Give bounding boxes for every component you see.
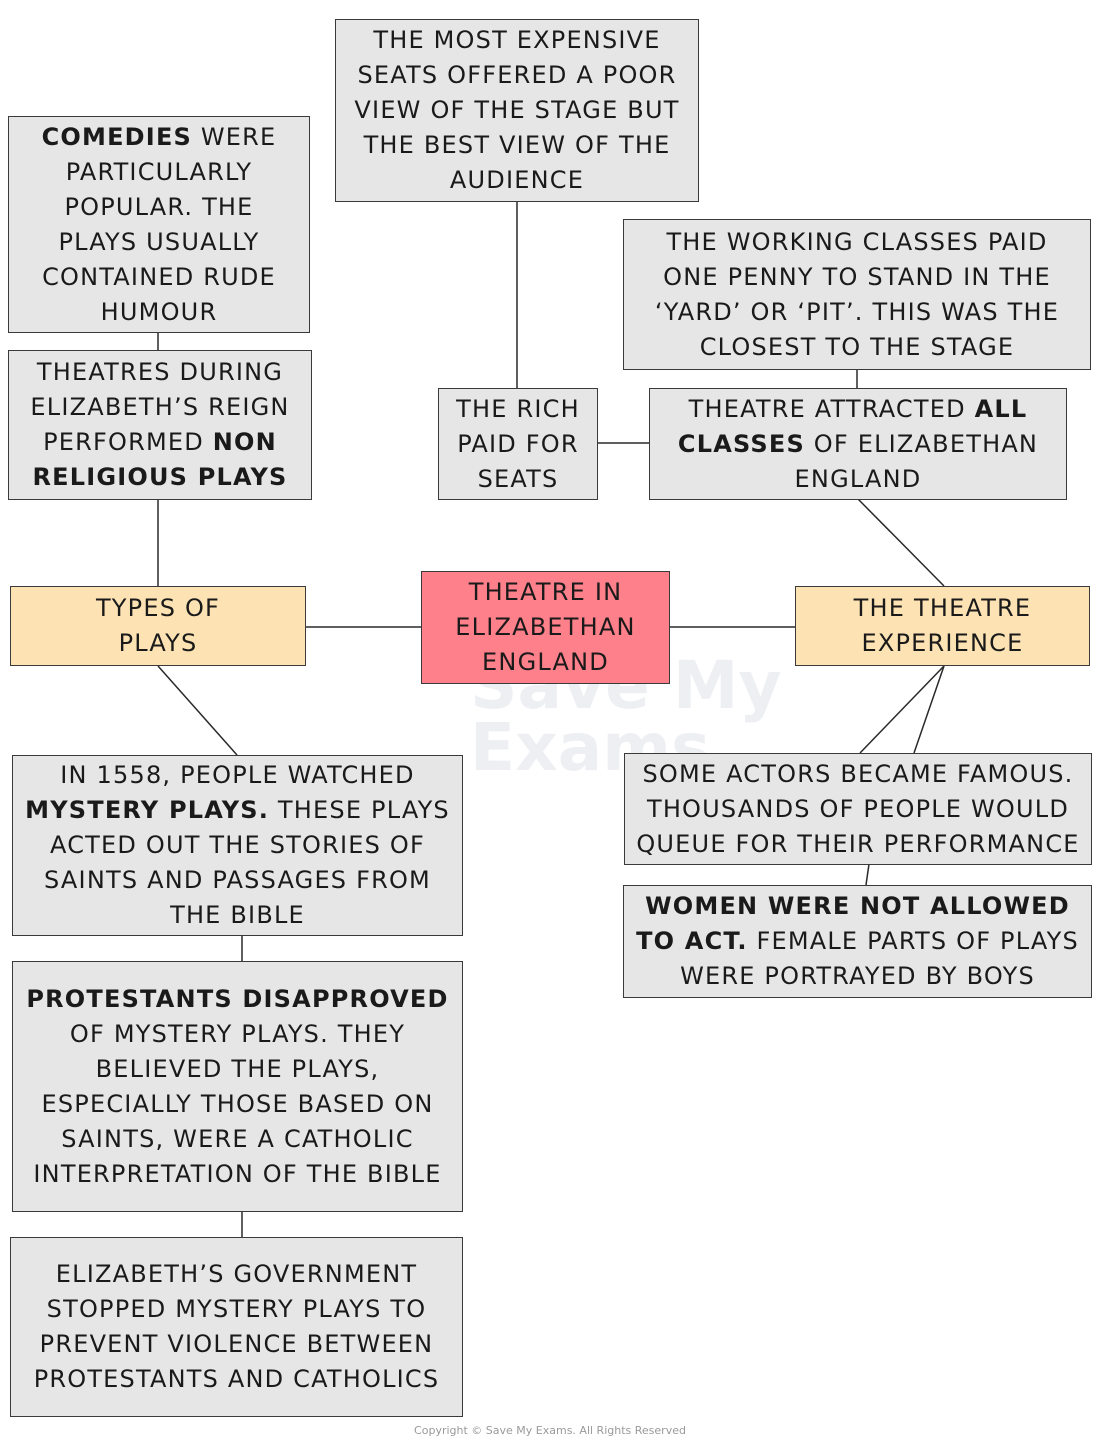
node-rich-paid: THE RICH PAID FOR SEATS	[438, 388, 598, 500]
node-all-classes: THEATRE ATTRACTED ALL CLASSES OF ELIZABE…	[649, 388, 1067, 500]
node-working-classes: THE WORKING CLASSES PAID ONE PENNY TO ST…	[623, 219, 1091, 370]
central-topic-node: THEATRE IN ELIZABETHAN ENGLAND	[421, 571, 670, 684]
node-text-segment: THE WORKING CLASSES PAID ONE PENNY TO ST…	[654, 227, 1060, 361]
node-text: PROTESTANTS DISAPPROVED OF MYSTERY PLAYS…	[25, 982, 450, 1192]
node-text-segment: THE MOST EXPENSIVE SEATS OFFERED A POOR …	[354, 26, 680, 194]
node-text-bold: ALL CLASSES	[677, 394, 1028, 458]
node-text-segment: OF MYSTERY PLAYS. THEY BELIEVED THE PLAY…	[33, 1019, 442, 1188]
connector-types-mystery	[157, 665, 238, 756]
node-text-bold: PROTESTANTS DISAPPROVED	[26, 984, 449, 1013]
branch-types-of-plays: TYPES OF PLAYS	[10, 586, 306, 666]
node-text: ELIZABETH’S GOVERNMENT STOPPED MYSTERY P…	[25, 1257, 448, 1397]
node-text-segment: THEATRES DURING ELIZABETH’S REIGN PERFOR…	[30, 358, 290, 456]
branch-theatre-experience: THE THEATRE EXPERIENCE	[795, 586, 1090, 666]
node-famous-actors: SOME ACTORS BECAME FAMOUS. THOUSANDS OF …	[624, 753, 1092, 865]
copyright-notice: Copyright © Save My Exams. All Rights Re…	[414, 1424, 686, 1437]
node-text-segment: ELIZABETH’S GOVERNMENT STOPPED MYSTERY P…	[33, 1260, 440, 1393]
node-text: IN 1558, PEOPLE WATCHED MYSTERY PLAYS. T…	[21, 758, 454, 933]
branch-types-text: TYPES OF PLAYS	[95, 594, 221, 657]
connector-experience-women	[913, 665, 945, 754]
node-text-segment: FEMALE PARTS OF PLAYS WERE PORTRAYED BY …	[680, 927, 1079, 990]
node-text: SOME ACTORS BECAME FAMOUS. THOUSANDS OF …	[631, 757, 1085, 862]
node-text: THE RICH PAID FOR SEATS	[451, 392, 585, 497]
node-protestants-disapproved: PROTESTANTS DISAPPROVED OF MYSTERY PLAYS…	[12, 961, 463, 1212]
node-text: COMEDIES WERE PARTICULARLY POPULAR. THE …	[31, 120, 287, 330]
node-expensive-seats: THE MOST EXPENSIVE SEATS OFFERED A POOR …	[335, 19, 699, 202]
node-text: THE WORKING CLASSES PAID ONE PENNY TO ST…	[638, 225, 1076, 365]
node-text-bold: MYSTERY PLAYS.	[25, 796, 270, 824]
node-text-segment: WERE PARTICULARLY POPULAR. THE PLAYS USU…	[42, 122, 277, 326]
node-women-not-allowed: WOMEN WERE NOT ALLOWED TO ACT. FEMALE PA…	[623, 885, 1092, 998]
node-text: WOMEN WERE NOT ALLOWED TO ACT. FEMALE PA…	[628, 889, 1087, 994]
node-text-segment: SOME ACTORS BECAME FAMOUS. THOUSANDS OF …	[636, 759, 1080, 858]
node-text-segment: THEATRE ATTRACTED	[688, 394, 975, 423]
branch-experience-text: THE THEATRE EXPERIENCE	[853, 594, 1032, 657]
node-mystery-plays: IN 1558, PEOPLE WATCHED MYSTERY PLAYS. T…	[12, 755, 463, 936]
connector-experience-actors	[859, 665, 945, 754]
connector-actors-women	[865, 863, 870, 886]
node-text: THE MOST EXPENSIVE SEATS OFFERED A POOR …	[350, 23, 684, 198]
node-comedies: COMEDIES WERE PARTICULARLY POPULAR. THE …	[8, 116, 310, 333]
node-text: THEATRE ATTRACTED ALL CLASSES OF ELIZABE…	[668, 392, 1048, 497]
central-topic-text: THEATRE IN ELIZABETHAN ENGLAND	[455, 578, 636, 676]
node-text-bold: WOMEN WERE NOT ALLOWED TO ACT.	[636, 892, 1070, 955]
connector-experience-allclasses	[857, 498, 945, 587]
node-government-stopped: ELIZABETH’S GOVERNMENT STOPPED MYSTERY P…	[10, 1237, 463, 1417]
node-text-bold: COMEDIES	[41, 122, 193, 151]
node-text-bold: NON RELIGIOUS PLAYS	[32, 428, 288, 491]
node-text-segment: THESE PLAYS ACTED OUT THE STORIES OF SAI…	[44, 796, 450, 929]
node-text: THEATRES DURING ELIZABETH’S REIGN PERFOR…	[23, 355, 297, 495]
node-non-religious-plays: THEATRES DURING ELIZABETH’S REIGN PERFOR…	[8, 350, 312, 500]
node-text-segment: OF ELIZABETHAN ENGLAND	[794, 429, 1039, 493]
node-text-segment: THE RICH PAID FOR SEATS	[456, 394, 580, 493]
node-text-segment: IN 1558, PEOPLE WATCHED	[60, 761, 415, 789]
